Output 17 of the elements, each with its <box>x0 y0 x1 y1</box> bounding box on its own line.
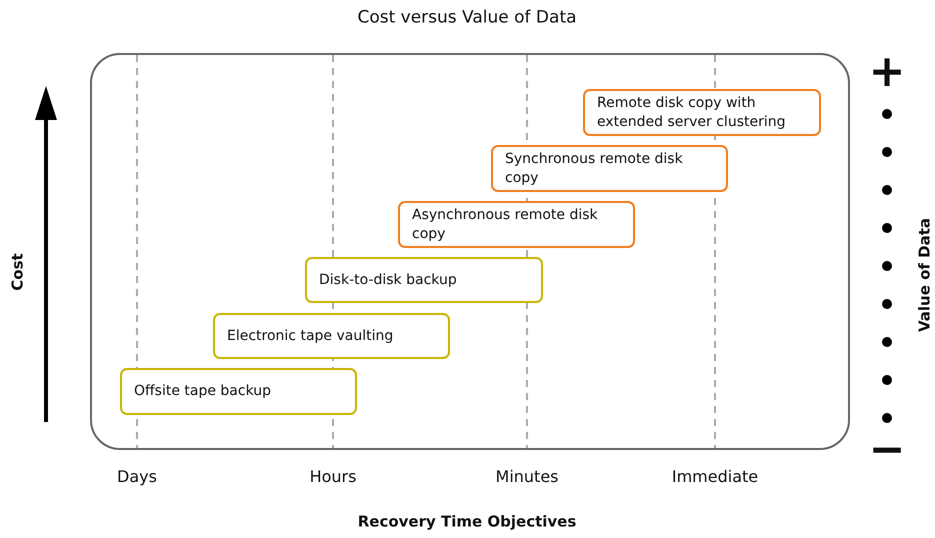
process-box: Electronic tape vaulting <box>213 313 450 359</box>
tick-label: Days <box>117 469 157 485</box>
tick-label: Minutes <box>496 469 558 485</box>
process-box: Offsite tape backup <box>120 368 357 415</box>
chart-title: Cost versus Value of Data <box>357 10 577 26</box>
axis-label: Recovery Time Objectives <box>358 514 576 530</box>
axis-label: Cost <box>10 253 26 291</box>
minus-sign: − <box>868 428 906 472</box>
axis-label: Value of Data <box>918 218 932 332</box>
tick-label: Hours <box>310 469 356 485</box>
process-box: Remote disk copy with extended server clustering <box>583 89 821 136</box>
chart-frame <box>90 53 850 450</box>
tick-label: Immediate <box>672 469 758 485</box>
process-box: Disk-to-disk backup <box>305 257 543 303</box>
plus-sign: + <box>868 50 906 94</box>
process-box: Synchronous remote disk copy <box>491 145 728 192</box>
process-box: Asynchronous remote disk copy <box>398 201 635 248</box>
